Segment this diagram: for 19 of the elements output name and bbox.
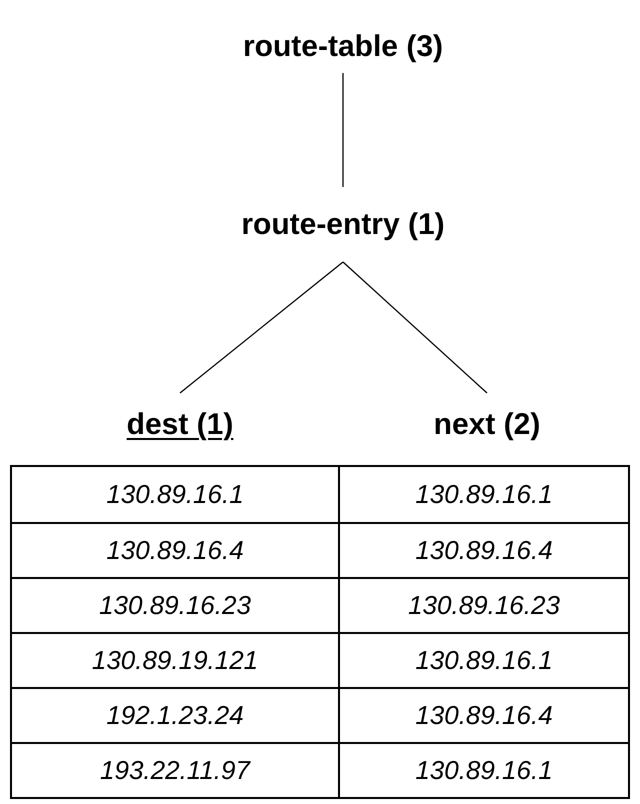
table-cell: 192.1.23.24 bbox=[12, 687, 340, 742]
table-cell: 130.89.16.4 bbox=[340, 687, 628, 742]
table-cell: 130.89.16.1 bbox=[340, 632, 628, 687]
table-cell: 130.89.16.1 bbox=[12, 467, 340, 522]
table-cell-text: 130.89.16.1 bbox=[414, 478, 554, 511]
connector-line bbox=[342, 73, 344, 187]
table-cell: 130.89.16.23 bbox=[340, 577, 628, 632]
table-cell: 130.89.16.1 bbox=[340, 742, 628, 797]
table-cell: 193.22.11.97 bbox=[12, 742, 340, 797]
connector-line bbox=[342, 262, 488, 394]
node-label: route-table (3) bbox=[242, 29, 443, 65]
table-cell: 130.89.16.4 bbox=[12, 522, 340, 577]
node-label: dest (1) bbox=[126, 406, 234, 442]
table-cell: 130.89.16.23 bbox=[12, 577, 340, 632]
table-cell: 130.89.19.121 bbox=[12, 632, 340, 687]
node-label: next (2) bbox=[434, 406, 540, 442]
connector-line bbox=[180, 262, 344, 394]
node-label: route-entry (1) bbox=[241, 207, 445, 243]
table-cell: 130.89.16.4 bbox=[340, 522, 628, 577]
